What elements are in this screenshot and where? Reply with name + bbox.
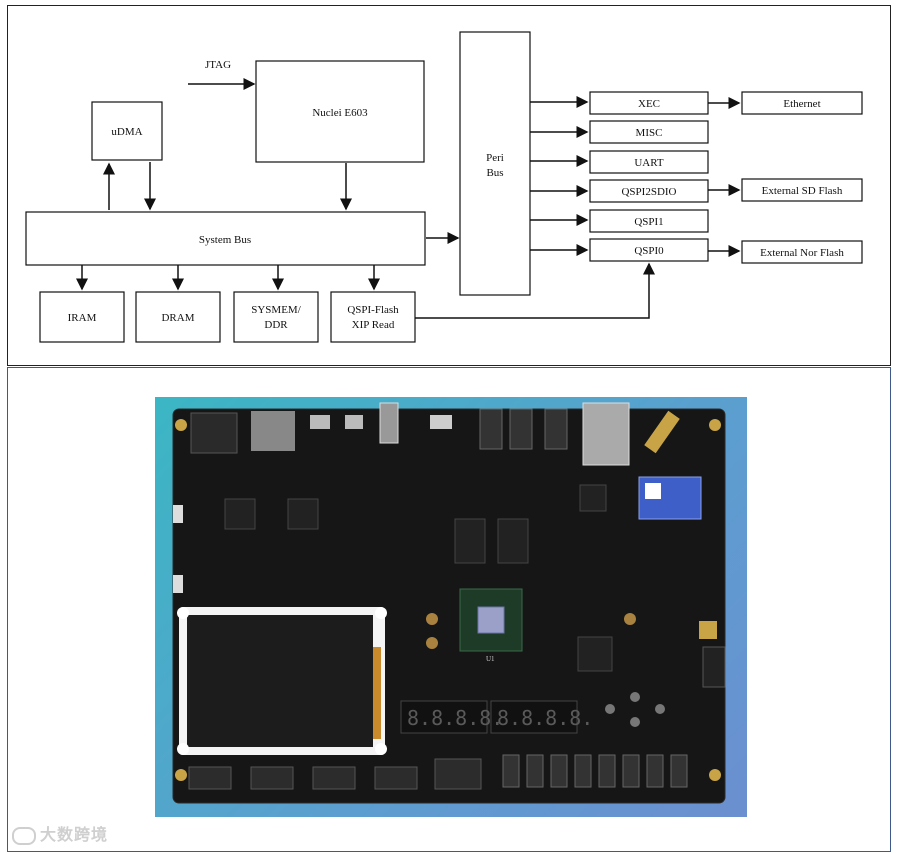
peri-bus-label-1: Peri: [486, 152, 504, 164]
block-diagram-panel: JTAG Nuclei E603 uDMA System Bus IRAM DR…: [7, 5, 891, 366]
soc-chip-label: U1: [486, 655, 495, 663]
external-sd-flash-label: External SD Flash: [762, 185, 843, 197]
peri-bus-block: [459, 31, 531, 296]
watermark-text: 大数跨境: [40, 825, 109, 844]
dev-board-image: U1 8.8.8.8. 8.8.8.8.: [172, 402, 726, 804]
qspi-flash-to-qspi0-arrow: [415, 262, 655, 319]
misc-label: MISC: [636, 127, 663, 139]
jtag-label: JTAG: [205, 59, 231, 71]
sysmem-block: [233, 291, 319, 343]
uart-label: UART: [634, 157, 664, 169]
external-sd-flash-block: [741, 178, 863, 202]
qspi1-label: QSPI1: [634, 216, 663, 228]
xec-label: XEC: [638, 98, 660, 110]
qspi-flash-label-2: XIP Read: [352, 319, 395, 331]
dram-block: [135, 291, 221, 343]
external-nor-flash-label: External Nor Flash: [760, 247, 844, 259]
watermark: 大数跨境: [12, 821, 108, 845]
watermark-logo-icon: [12, 826, 36, 845]
dram-label: DRAM: [161, 312, 194, 324]
qspi0-label: QSPI0: [634, 245, 664, 257]
sysmem-label-2: DDR: [264, 319, 288, 331]
iram-block: [39, 291, 125, 343]
ethernet-block: [741, 91, 863, 115]
seg-display-left: 8.8.8.8.: [407, 706, 503, 730]
qspi-flash-block: [330, 291, 416, 343]
udma-block: [91, 101, 163, 161]
peri-bus-label-2: Bus: [486, 167, 503, 179]
qspi-flash-label-1: QSPI-Flash: [347, 304, 399, 316]
udma-label: uDMA: [111, 126, 142, 138]
uart-block: [589, 150, 709, 174]
external-nor-flash-block: [741, 240, 863, 264]
qspi1-block: [589, 209, 709, 233]
core-label: Nuclei E603: [312, 107, 368, 119]
qspi2sdio-label: QSPI2SDIO: [621, 186, 676, 198]
system-bus-block: [25, 211, 426, 266]
core-block: [255, 60, 425, 163]
iram-label: IRAM: [68, 312, 97, 324]
board-photo: U1 8.8.8.8. 8.8.8.8.: [155, 397, 747, 817]
block-diagram: JTAG Nuclei E603 uDMA System Bus IRAM DR…: [25, 31, 863, 343]
misc-block: [589, 120, 709, 144]
qspi0-block: [589, 238, 709, 262]
qspi2sdio-block: [589, 179, 709, 203]
system-bus-label: System Bus: [199, 234, 251, 246]
sysmem-label-1: SYSMEM/: [251, 304, 301, 316]
ethernet-label: Ethernet: [783, 98, 820, 110]
seg-display-right: 8.8.8.8.: [497, 706, 593, 730]
